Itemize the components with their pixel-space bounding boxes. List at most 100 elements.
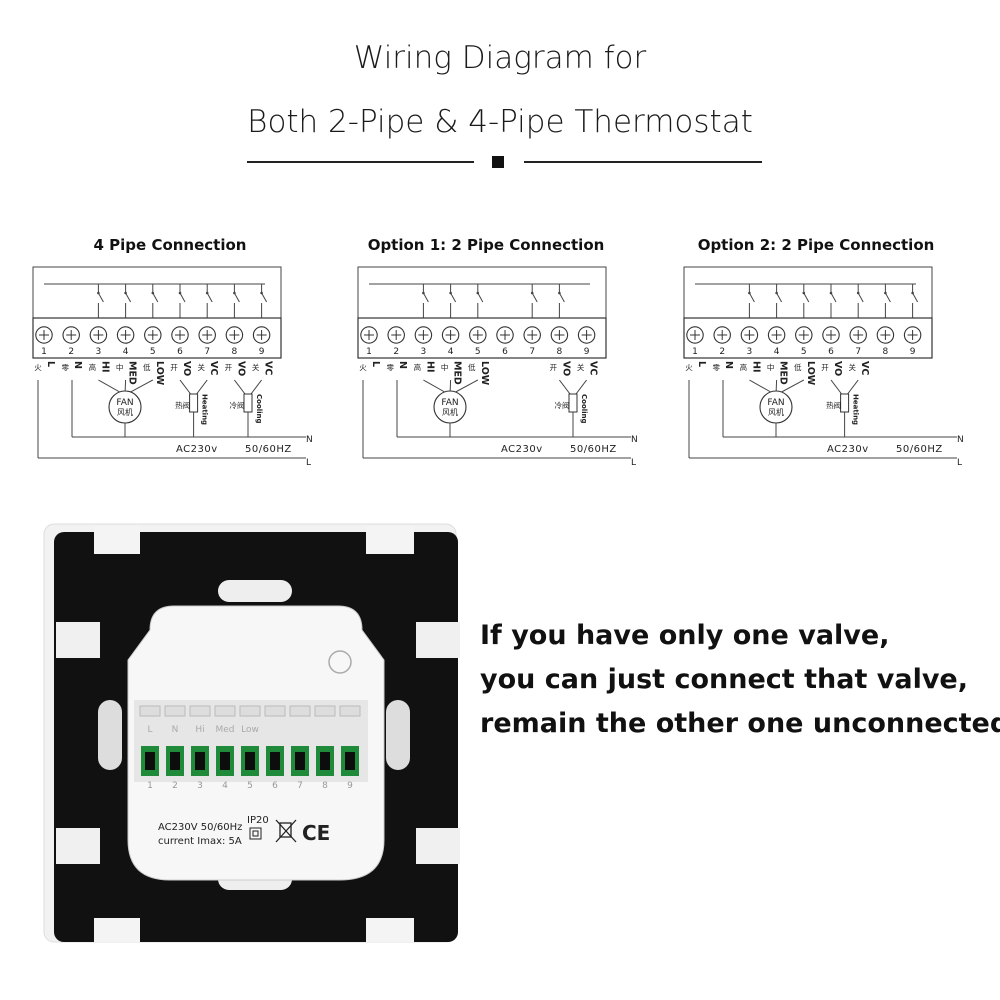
terminal-cn-label: 关 (252, 362, 260, 372)
terminal-number: 6 (177, 347, 183, 357)
terminal-hole (220, 752, 230, 770)
terminal-cn-label: 开 (170, 363, 178, 372)
terminal-number: 9 (910, 347, 916, 357)
switch-contact (530, 291, 534, 295)
rating-line-2: current Imax: 5A (158, 836, 242, 847)
bus-l-label: L (631, 458, 636, 468)
photo-terminal-number: 4 (222, 781, 228, 791)
callout-line-1: If you have only one valve, (480, 620, 890, 651)
switch-blade (261, 292, 268, 303)
terminal-number: 6 (502, 347, 508, 357)
top-left-clip (94, 526, 140, 554)
photo-terminal-number: 6 (272, 781, 278, 791)
terminal-number: 6 (828, 347, 834, 357)
terminal-number: 9 (584, 347, 590, 357)
switch-contact (178, 291, 182, 295)
terminal-cap (289, 705, 311, 717)
fan-cn-label: 风机 (768, 407, 784, 417)
terminal-cn-label: 中 (441, 362, 449, 372)
switch-blade (803, 292, 810, 303)
bus-l-label: L (957, 458, 962, 468)
valve-cn-label: 冷阀 (555, 400, 570, 410)
valve-actuator-icon (568, 393, 578, 413)
photo-terminal-number: 8 (322, 781, 328, 791)
switch-blade (776, 292, 783, 303)
switch-contact (829, 291, 833, 295)
terminal-cap (139, 705, 161, 717)
switch-contact (856, 291, 860, 295)
valve-wire (559, 379, 571, 395)
switch-contact (802, 291, 806, 295)
terminal-cn-label: 关 (848, 362, 856, 372)
terminal-label: VO (560, 361, 571, 376)
terminal-label: N (723, 361, 734, 369)
bus-l-label: L (306, 458, 311, 468)
terminal-label: L (370, 361, 381, 367)
valve-en-label: Cooling (255, 394, 263, 424)
switch-contact (97, 291, 100, 295)
switch-contact (558, 291, 561, 295)
switch-blade (748, 292, 755, 303)
switch-contact (124, 291, 127, 295)
terminal-cn-label: 开 (821, 363, 829, 372)
terminal-number: 9 (259, 347, 265, 357)
switch-blade (450, 292, 457, 303)
terminal-label: MED (778, 361, 789, 385)
terminal-number: 1 (366, 347, 372, 357)
screw-slot-top (218, 580, 292, 602)
terminal-number: 8 (883, 347, 889, 357)
terminal-number: 8 (557, 347, 563, 357)
terminal-number: 5 (150, 347, 156, 357)
terminal-cap (189, 705, 211, 717)
terminal-number: 3 (747, 347, 753, 357)
supply-frequency: 50/60HZ (896, 444, 943, 455)
valve-en-label: Heating (852, 394, 860, 425)
valve-wire (830, 379, 842, 395)
switch-blade (558, 292, 565, 303)
terminal-cap (239, 705, 261, 717)
rating-line-1: AC230V 50/60Hz (158, 822, 242, 833)
valve-wire (575, 379, 587, 395)
switch-contact (911, 291, 914, 295)
terminal-number: 1 (692, 347, 698, 357)
terminal-cap (339, 705, 361, 717)
terminal-number: 4 (774, 347, 780, 357)
terminal-cn-label: 高 (414, 362, 422, 372)
switch-blade (477, 292, 484, 303)
supply-voltage: AC230v (176, 444, 218, 455)
terminal-number: 5 (475, 347, 481, 357)
supply-voltage: AC230v (501, 444, 543, 455)
terminal-number: 3 (421, 347, 427, 357)
valve-wire (196, 379, 208, 395)
double-insulation-icon (249, 827, 262, 840)
switch-blade (97, 292, 104, 303)
bottom-left-clip (94, 918, 140, 942)
switch-blade (857, 292, 864, 303)
valve-wire (234, 379, 246, 395)
terminal-hole (345, 752, 355, 770)
switch-blade (179, 292, 186, 303)
fan-cn-label: 风机 (442, 407, 458, 417)
terminal-number: 7 (855, 347, 861, 357)
terminal-label: L (696, 361, 707, 367)
switch-contact (205, 291, 209, 295)
fan-cn-label: 风机 (117, 407, 133, 417)
terminal-cn-label: 火 (685, 363, 693, 372)
terminal-cn-label: 关 (577, 362, 585, 372)
terminal-cn-label: 开 (550, 363, 558, 372)
terminal-label: HI (99, 361, 110, 373)
terminal-hole (320, 752, 330, 770)
switch-blade (125, 292, 132, 303)
terminal-label: HI (750, 361, 761, 373)
switch-blade (422, 292, 429, 303)
switch-blade (531, 292, 538, 303)
diagram-subtitle: Both 2-Pipe & 4-Pipe Thermostat (247, 104, 753, 140)
terminal-label: N (72, 361, 83, 369)
terminal-number: 4 (448, 347, 454, 357)
switch-blade (233, 292, 240, 303)
switch-contact (775, 291, 778, 295)
terminal-cn-label: 低 (468, 362, 476, 372)
